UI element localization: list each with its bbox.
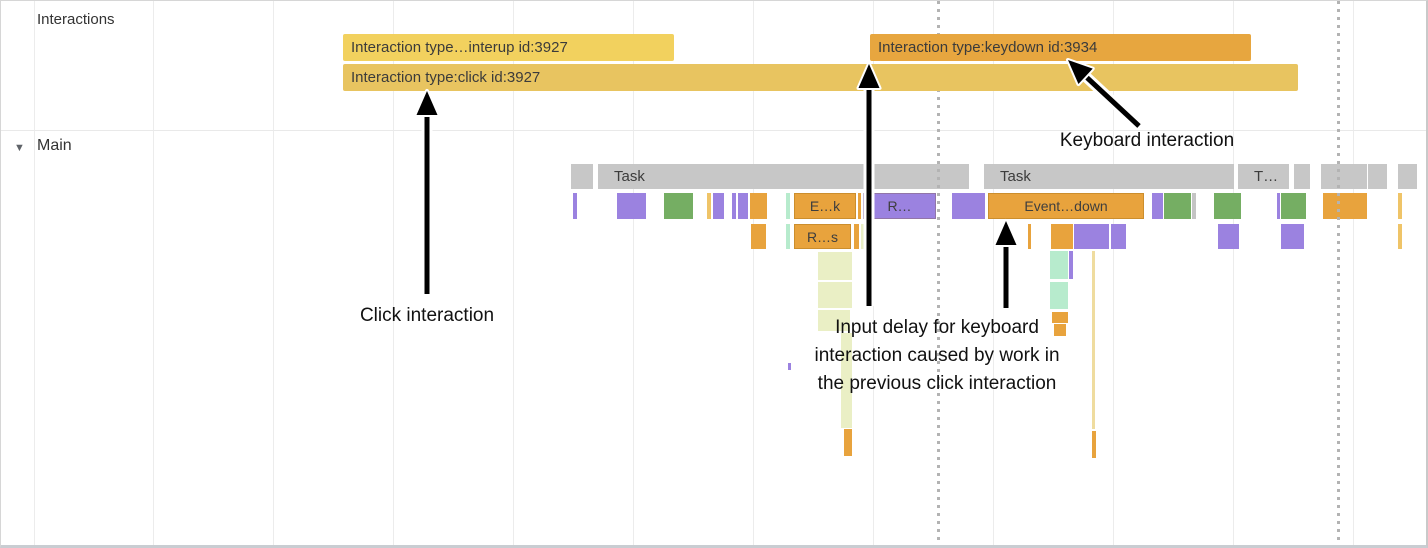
flame-block[interactable] <box>858 193 861 219</box>
annotation-input-delay: Input delay for keyboard interaction cau… <box>814 317 1060 394</box>
interaction-bar-keydown[interactable]: Interaction type:keydown id:3934 <box>870 34 1251 61</box>
flame-block[interactable] <box>1214 193 1241 219</box>
task-segment[interactable]: Task <box>984 164 1234 189</box>
click-interaction-arrow <box>414 89 440 294</box>
interaction-bar-interup[interactable]: Interaction type…interup id:3927 <box>343 34 674 61</box>
flame-block[interactable] <box>732 193 736 219</box>
flame-block[interactable] <box>1028 224 1031 249</box>
flame-block[interactable] <box>664 193 693 219</box>
flame-block[interactable] <box>1152 193 1163 219</box>
input-delay-short-arrow <box>993 219 1019 308</box>
flame-block[interactable] <box>861 224 864 249</box>
flame-block-rs[interactable]: R…s <box>794 224 851 249</box>
flame-block-run-task[interactable]: R… <box>863 193 936 219</box>
flame-block[interactable] <box>1398 193 1402 219</box>
flame-block-event-click[interactable]: E…k <box>794 193 856 219</box>
flame-block[interactable] <box>1052 312 1068 323</box>
flame-block[interactable] <box>1281 224 1304 249</box>
interaction-bar-click[interactable]: Interaction type:click id:3927 <box>343 64 1298 91</box>
interactions-track-label: Interactions <box>37 11 115 28</box>
flame-block[interactable] <box>1164 193 1191 219</box>
flame-block[interactable] <box>1074 224 1109 249</box>
timeline-gridline <box>753 1 754 545</box>
task-segment[interactable]: Task <box>598 164 969 189</box>
flame-block[interactable] <box>818 310 850 331</box>
flame-block[interactable] <box>1051 224 1073 249</box>
timeline-gridline <box>153 1 154 545</box>
timeline-gridline <box>34 1 35 545</box>
track-separator <box>1 130 1426 131</box>
timeline-gridline <box>1113 1 1114 545</box>
flame-block[interactable] <box>1218 224 1239 249</box>
flame-block[interactable] <box>1050 251 1068 279</box>
flame-block[interactable] <box>573 193 577 219</box>
flame-block[interactable] <box>1054 324 1066 336</box>
flame-block[interactable] <box>713 193 724 219</box>
flame-block[interactable] <box>617 193 646 219</box>
main-track-collapse-icon[interactable]: ▼ <box>14 142 25 154</box>
flame-block[interactable] <box>1092 431 1096 458</box>
flame-block[interactable] <box>844 429 852 456</box>
flame-block[interactable] <box>751 224 766 249</box>
task-segment[interactable] <box>1401 164 1417 189</box>
timeline-gridline <box>513 1 514 545</box>
task-segment[interactable] <box>571 164 593 189</box>
flame-block[interactable] <box>707 193 711 219</box>
task-segment[interactable] <box>1371 164 1387 189</box>
flame-block[interactable] <box>786 193 790 219</box>
task-segment[interactable]: T… <box>1238 164 1289 189</box>
timeline-gridline <box>633 1 634 545</box>
annotation-click-interaction: Click interaction <box>359 305 495 326</box>
flame-block[interactable] <box>1050 282 1068 309</box>
flame-block[interactable] <box>1398 224 1402 249</box>
flame-block[interactable] <box>1069 251 1073 279</box>
flame-block[interactable] <box>1111 224 1126 249</box>
task-segment[interactable] <box>1294 164 1310 189</box>
annotation-keyboard-interaction: Keyboard interaction <box>1059 130 1235 151</box>
flame-block[interactable] <box>841 333 852 428</box>
flame-block[interactable] <box>1192 193 1196 219</box>
flame-block[interactable] <box>818 252 852 280</box>
timeline-dotted-marker <box>1337 1 1340 545</box>
timeline-gridline <box>1233 1 1234 545</box>
timeline-gridline <box>993 1 994 545</box>
flame-block[interactable] <box>854 224 859 249</box>
timeline-gridline <box>393 1 394 545</box>
main-track-label: Main <box>37 137 72 154</box>
flame-block[interactable] <box>1323 193 1367 219</box>
flame-block[interactable] <box>750 193 767 219</box>
flame-block[interactable] <box>818 282 852 308</box>
task-segment[interactable] <box>1321 164 1367 189</box>
flame-block[interactable] <box>788 363 791 370</box>
flame-block[interactable] <box>1281 193 1306 219</box>
flame-block-event-keydown[interactable]: Event…down <box>988 193 1144 219</box>
flame-block[interactable] <box>738 193 748 219</box>
flame-block[interactable] <box>1092 251 1095 429</box>
flame-block[interactable] <box>786 224 790 249</box>
timeline-gridline <box>1353 1 1354 545</box>
flame-block[interactable] <box>952 193 985 219</box>
flame-block[interactable] <box>1277 193 1280 219</box>
timeline-dotted-marker <box>937 1 940 545</box>
timeline-gridline <box>273 1 274 545</box>
